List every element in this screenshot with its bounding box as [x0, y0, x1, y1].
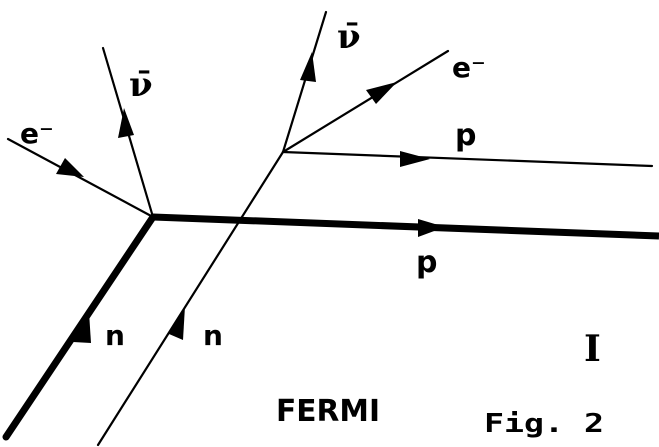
label-neutron-right: n [203, 319, 223, 352]
right-vertex [96, 10, 654, 447]
neutron-line-left [2, 213, 157, 441]
label-electron-out: e⁻ [452, 51, 486, 84]
label-panel-number: I [584, 328, 601, 370]
arrow-antineutrino-left [118, 108, 134, 138]
neutron-line-right [96, 150, 285, 447]
electron-line-out [281, 49, 450, 154]
arrow-electron-in [56, 158, 84, 177]
label-antineutrino-right: ν̄ [337, 17, 361, 57]
proton-line-upper [281, 150, 654, 168]
label-proton-upper: p [455, 118, 476, 153]
labels: e⁻ ν̄ ν̄ e⁻ p p n n I FERMI Fig. 2 [20, 17, 604, 439]
arrow-proton-upper [400, 151, 430, 167]
arrow-electron-out [366, 82, 397, 104]
label-proton-lower: p [416, 245, 437, 280]
arrow-neutron-right [169, 306, 185, 340]
label-neutron-left: n [105, 319, 125, 352]
antineutrino-line-right [281, 10, 328, 154]
electron-line-in [6, 137, 155, 219]
proton-line-lower [152, 213, 659, 240]
arrowheads [56, 52, 445, 343]
label-electron-in: e⁻ [20, 117, 54, 150]
arrow-neutron-left [73, 312, 91, 343]
arrow-antineutrino-right [300, 52, 316, 82]
diagram-title: FERMI [276, 394, 380, 429]
left-vertex [2, 46, 659, 441]
label-antineutrino-left: ν̄ [129, 65, 153, 105]
arrow-proton-lower [418, 219, 445, 237]
figure-caption: Fig. 2 [484, 409, 604, 439]
